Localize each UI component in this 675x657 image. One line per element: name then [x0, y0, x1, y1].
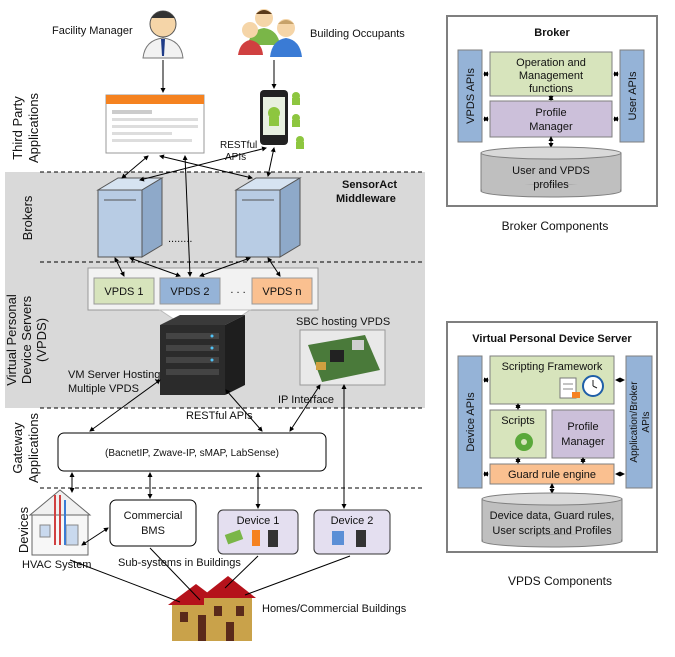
gateway-box	[57, 432, 327, 472]
layer-label-gateway-2: Applications	[26, 412, 41, 483]
vpds-profile-label-2: Manager	[561, 436, 605, 448]
gear-icon	[515, 433, 533, 451]
vpds-app-apis-label-1: Application/Broker	[629, 381, 640, 463]
device-1-icons	[224, 529, 278, 547]
vpds-2-box	[159, 277, 221, 305]
vpds-db-cylinder	[481, 492, 623, 548]
hvac-label: HVAC System	[22, 559, 91, 571]
vpds-db-label-1: Device data, Guard rules,	[490, 510, 615, 522]
layer-label-brokers: Brokers	[20, 195, 35, 240]
building-occupants-icon	[238, 9, 302, 57]
device-2-icons	[332, 530, 366, 547]
vpds-n-box	[251, 277, 313, 305]
vpds-panel-title: Virtual Personal Device Server	[472, 333, 632, 345]
layer-label-gateway-1: Gateway	[10, 422, 25, 474]
homes-label: Homes/Commercial Buildings	[262, 603, 407, 615]
restful-label-1: RESTful	[220, 140, 257, 151]
broker-server-right	[234, 177, 302, 258]
vpds-caption: VPDS Components	[508, 574, 612, 588]
web-app-screenshot	[105, 94, 205, 154]
broker-db-label-1: User and VPDS	[512, 165, 590, 177]
restful-apis-label: RESTful APIs	[186, 410, 253, 422]
broker-db-label-2: profiles	[533, 179, 569, 191]
broker-caption: Broker Components	[502, 219, 609, 233]
facility-manager-icon	[142, 10, 184, 59]
vpds-device-apis	[457, 355, 483, 489]
homes-icon	[168, 576, 256, 641]
building-occupants-label: Building Occupants	[310, 28, 405, 40]
broker-db-cylinder	[480, 146, 622, 198]
guard-rule-label: Guard rule engine	[508, 469, 596, 481]
bms-label-2: BMS	[141, 525, 165, 537]
broker-panel-title: Broker	[534, 27, 570, 39]
device-1-label: Device 1	[237, 515, 280, 527]
layer-label-vpds-3: (VPDS)	[34, 318, 49, 362]
vpds-2-label: VPDS 2	[170, 286, 209, 298]
scripting-framework-label: Scripting Framework	[502, 361, 603, 373]
scripting-icons	[559, 375, 604, 399]
device-2-label: Device 2	[331, 515, 374, 527]
broker-profile-label-1: Profile	[535, 107, 566, 119]
commercial-bms-box	[109, 499, 197, 547]
broker-profile-box	[489, 100, 613, 138]
gateway-protocols: (BacnetIP, Zwave-IP, sMAP, LabSense)	[105, 448, 279, 459]
sensoract-title-2: Middleware	[336, 193, 396, 205]
broker-user-apis-label: User APIs	[627, 71, 639, 120]
sensoract-title-1: SensorAct	[342, 179, 397, 191]
layer-label-vpds-1: Virtual Personal	[4, 294, 19, 386]
vpds-device-apis-label: Device APIs	[465, 392, 477, 452]
vpds-db-label-2: User scripts and Profiles	[492, 525, 612, 537]
vpds-profile-box	[551, 409, 615, 459]
broker-ops-label-2: Management	[519, 70, 583, 82]
vm-server-label-2: Multiple VPDS	[68, 383, 139, 395]
vpds-profile-label-1: Profile	[567, 421, 598, 433]
layer-label-vpds-2: Device Servers	[19, 295, 34, 384]
vpds-app-apis	[625, 355, 653, 489]
android-icons	[292, 92, 304, 149]
vpds-n-label: VPDS n	[262, 286, 301, 298]
broker-profile-label-2: Manager	[529, 121, 573, 133]
smartphone-icon	[260, 90, 288, 145]
vpds-app-apis-label-2: APIs	[641, 411, 652, 432]
broker-ops-label-3: functions	[529, 83, 574, 95]
broker-panel-arrows	[483, 71, 619, 148]
hvac-house-icon	[28, 489, 92, 556]
vpds-1-box	[93, 277, 155, 305]
layer-label-third-party-2: Applications	[26, 92, 41, 163]
broker-ops-label-1: Operation and	[516, 57, 586, 69]
vm-server-label-1: VM Server Hosting	[68, 369, 160, 381]
broker-server-left	[96, 177, 164, 258]
subsystems-label: Sub-systems in Buildings	[118, 557, 241, 569]
scripts-label: Scripts	[501, 415, 535, 427]
broker-vpds-apis	[457, 49, 483, 143]
sbc-label: SBC hosting VPDS	[296, 316, 390, 328]
broker-vpds-apis-label: VPDS APIs	[465, 68, 477, 124]
connection-arrows	[69, 60, 347, 546]
bms-label-1: Commercial	[124, 510, 183, 522]
building-links	[69, 547, 351, 603]
layer-label-third-party-1: Third Party	[10, 96, 25, 160]
vpds-dots: . . .	[230, 284, 245, 296]
layer-label-devices: Devices	[16, 506, 31, 553]
ip-interface-label: IP Interface	[278, 394, 334, 406]
facility-manager-label: Facility Manager	[52, 25, 133, 37]
sbc-board-icon	[299, 329, 386, 386]
broker-user-apis	[619, 49, 645, 143]
vm-server-icon	[160, 315, 245, 395]
vpds-panel-arrows	[483, 377, 625, 494]
vpds-1-label: VPDS 1	[104, 286, 143, 298]
layer-labels: Third Party Applications Brokers Virtual…	[4, 92, 49, 553]
